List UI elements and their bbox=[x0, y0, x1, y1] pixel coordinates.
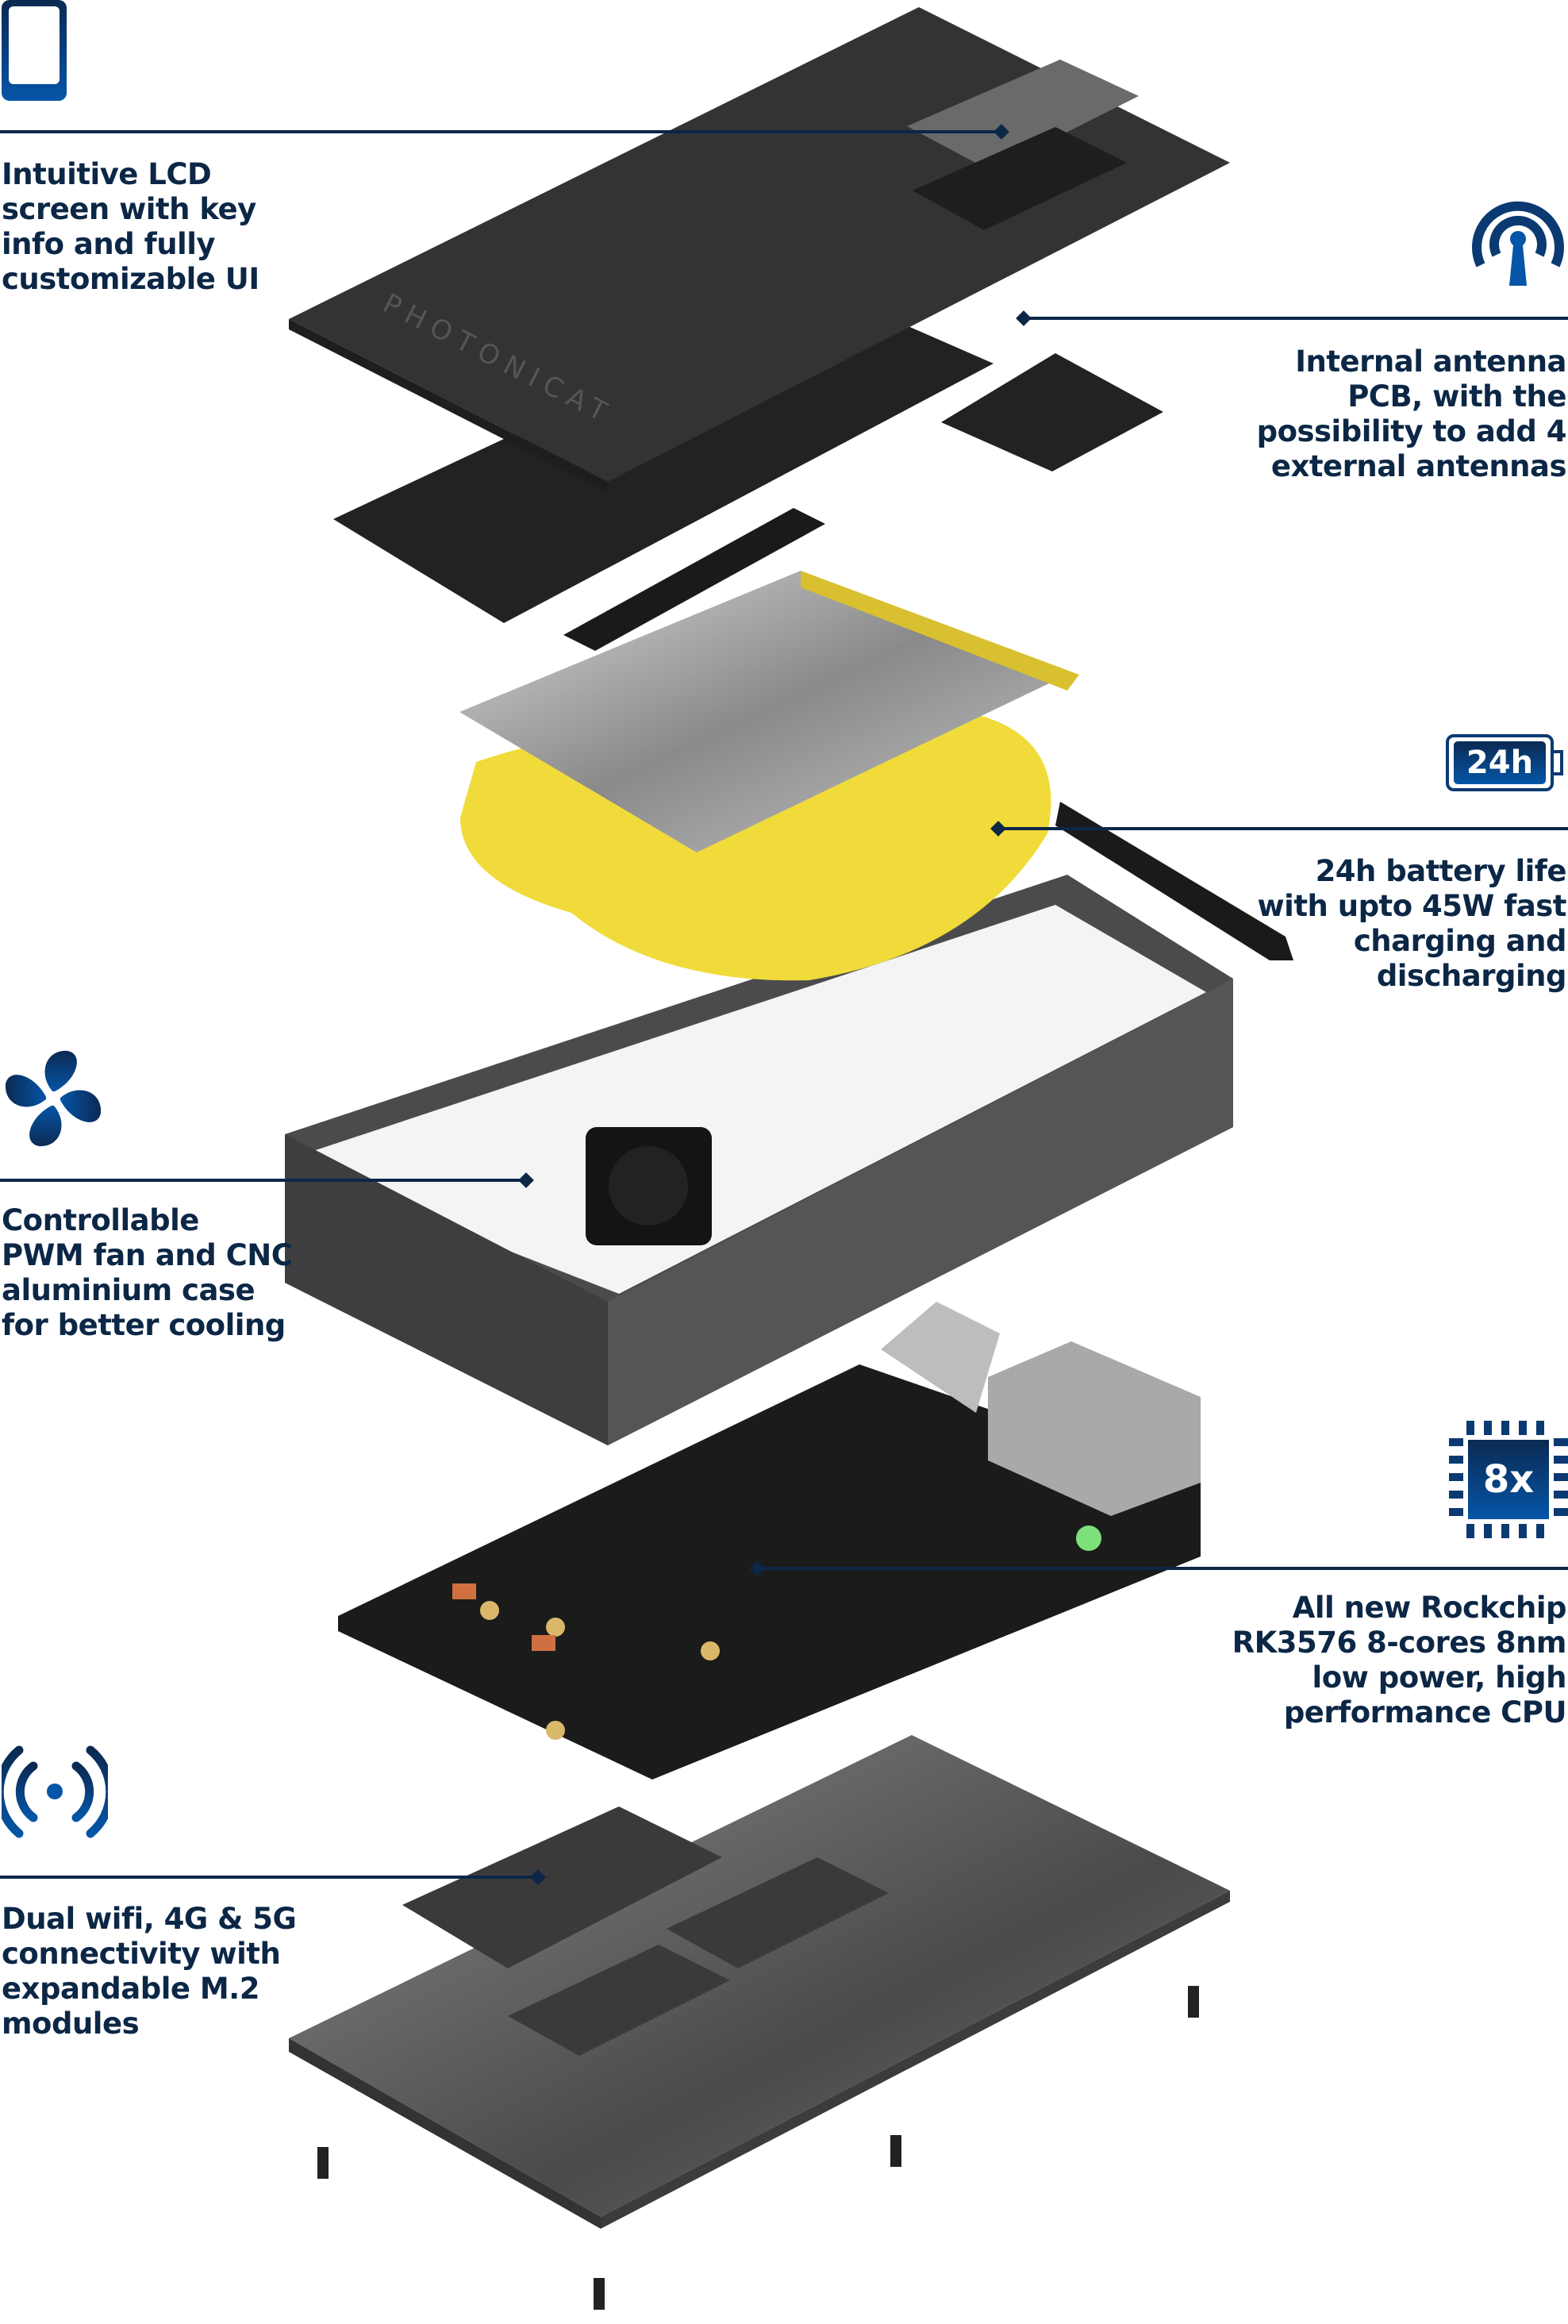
motherboard bbox=[338, 1302, 1201, 1780]
feature-cpu-text: All new Rockchip RK3576 8-cores 8nm low … bbox=[1232, 1591, 1567, 1730]
feature-lcd-text: Intuitive LCD screen with key info and f… bbox=[2, 157, 259, 296]
feature-wifi-text: Dual wifi, 4G & 5G connectivity with exp… bbox=[2, 1902, 297, 2041]
lcd-leader-line bbox=[0, 130, 1001, 133]
fan-leader-line bbox=[0, 1179, 526, 1182]
wifi-leader-line bbox=[0, 1876, 538, 1879]
feature-antenna-text: Internal antenna PCB, with the possibili… bbox=[1256, 344, 1567, 483]
cpu-leader-line bbox=[757, 1567, 1568, 1570]
phone-screen-icon bbox=[2, 0, 67, 101]
battery-24h-label: 24h bbox=[1454, 741, 1546, 784]
antenna-pcb bbox=[333, 289, 1163, 651]
metal-bracket bbox=[459, 571, 1079, 852]
bottom-plate bbox=[289, 1735, 1230, 2310]
cpu-cores-label: 8x bbox=[1468, 1440, 1549, 1519]
top-cover: PHOTONICAT bbox=[289, 7, 1230, 492]
cpu-chip-icon: 8x bbox=[1449, 1421, 1568, 1538]
antenna-leader-line bbox=[1024, 317, 1568, 320]
wireless-signal-icon bbox=[2, 1745, 108, 1838]
antenna-icon bbox=[1472, 201, 1564, 286]
battery-leader-line bbox=[998, 827, 1568, 830]
feature-fan-text: Controllable PWM fan and CNC aluminium c… bbox=[2, 1203, 293, 1342]
feature-battery-text: 24h battery life with upto 45W fast char… bbox=[1257, 854, 1566, 993]
fan-icon bbox=[5, 1050, 102, 1147]
aluminium-case bbox=[285, 875, 1233, 1445]
battery-24h-icon: 24h bbox=[1446, 734, 1568, 796]
